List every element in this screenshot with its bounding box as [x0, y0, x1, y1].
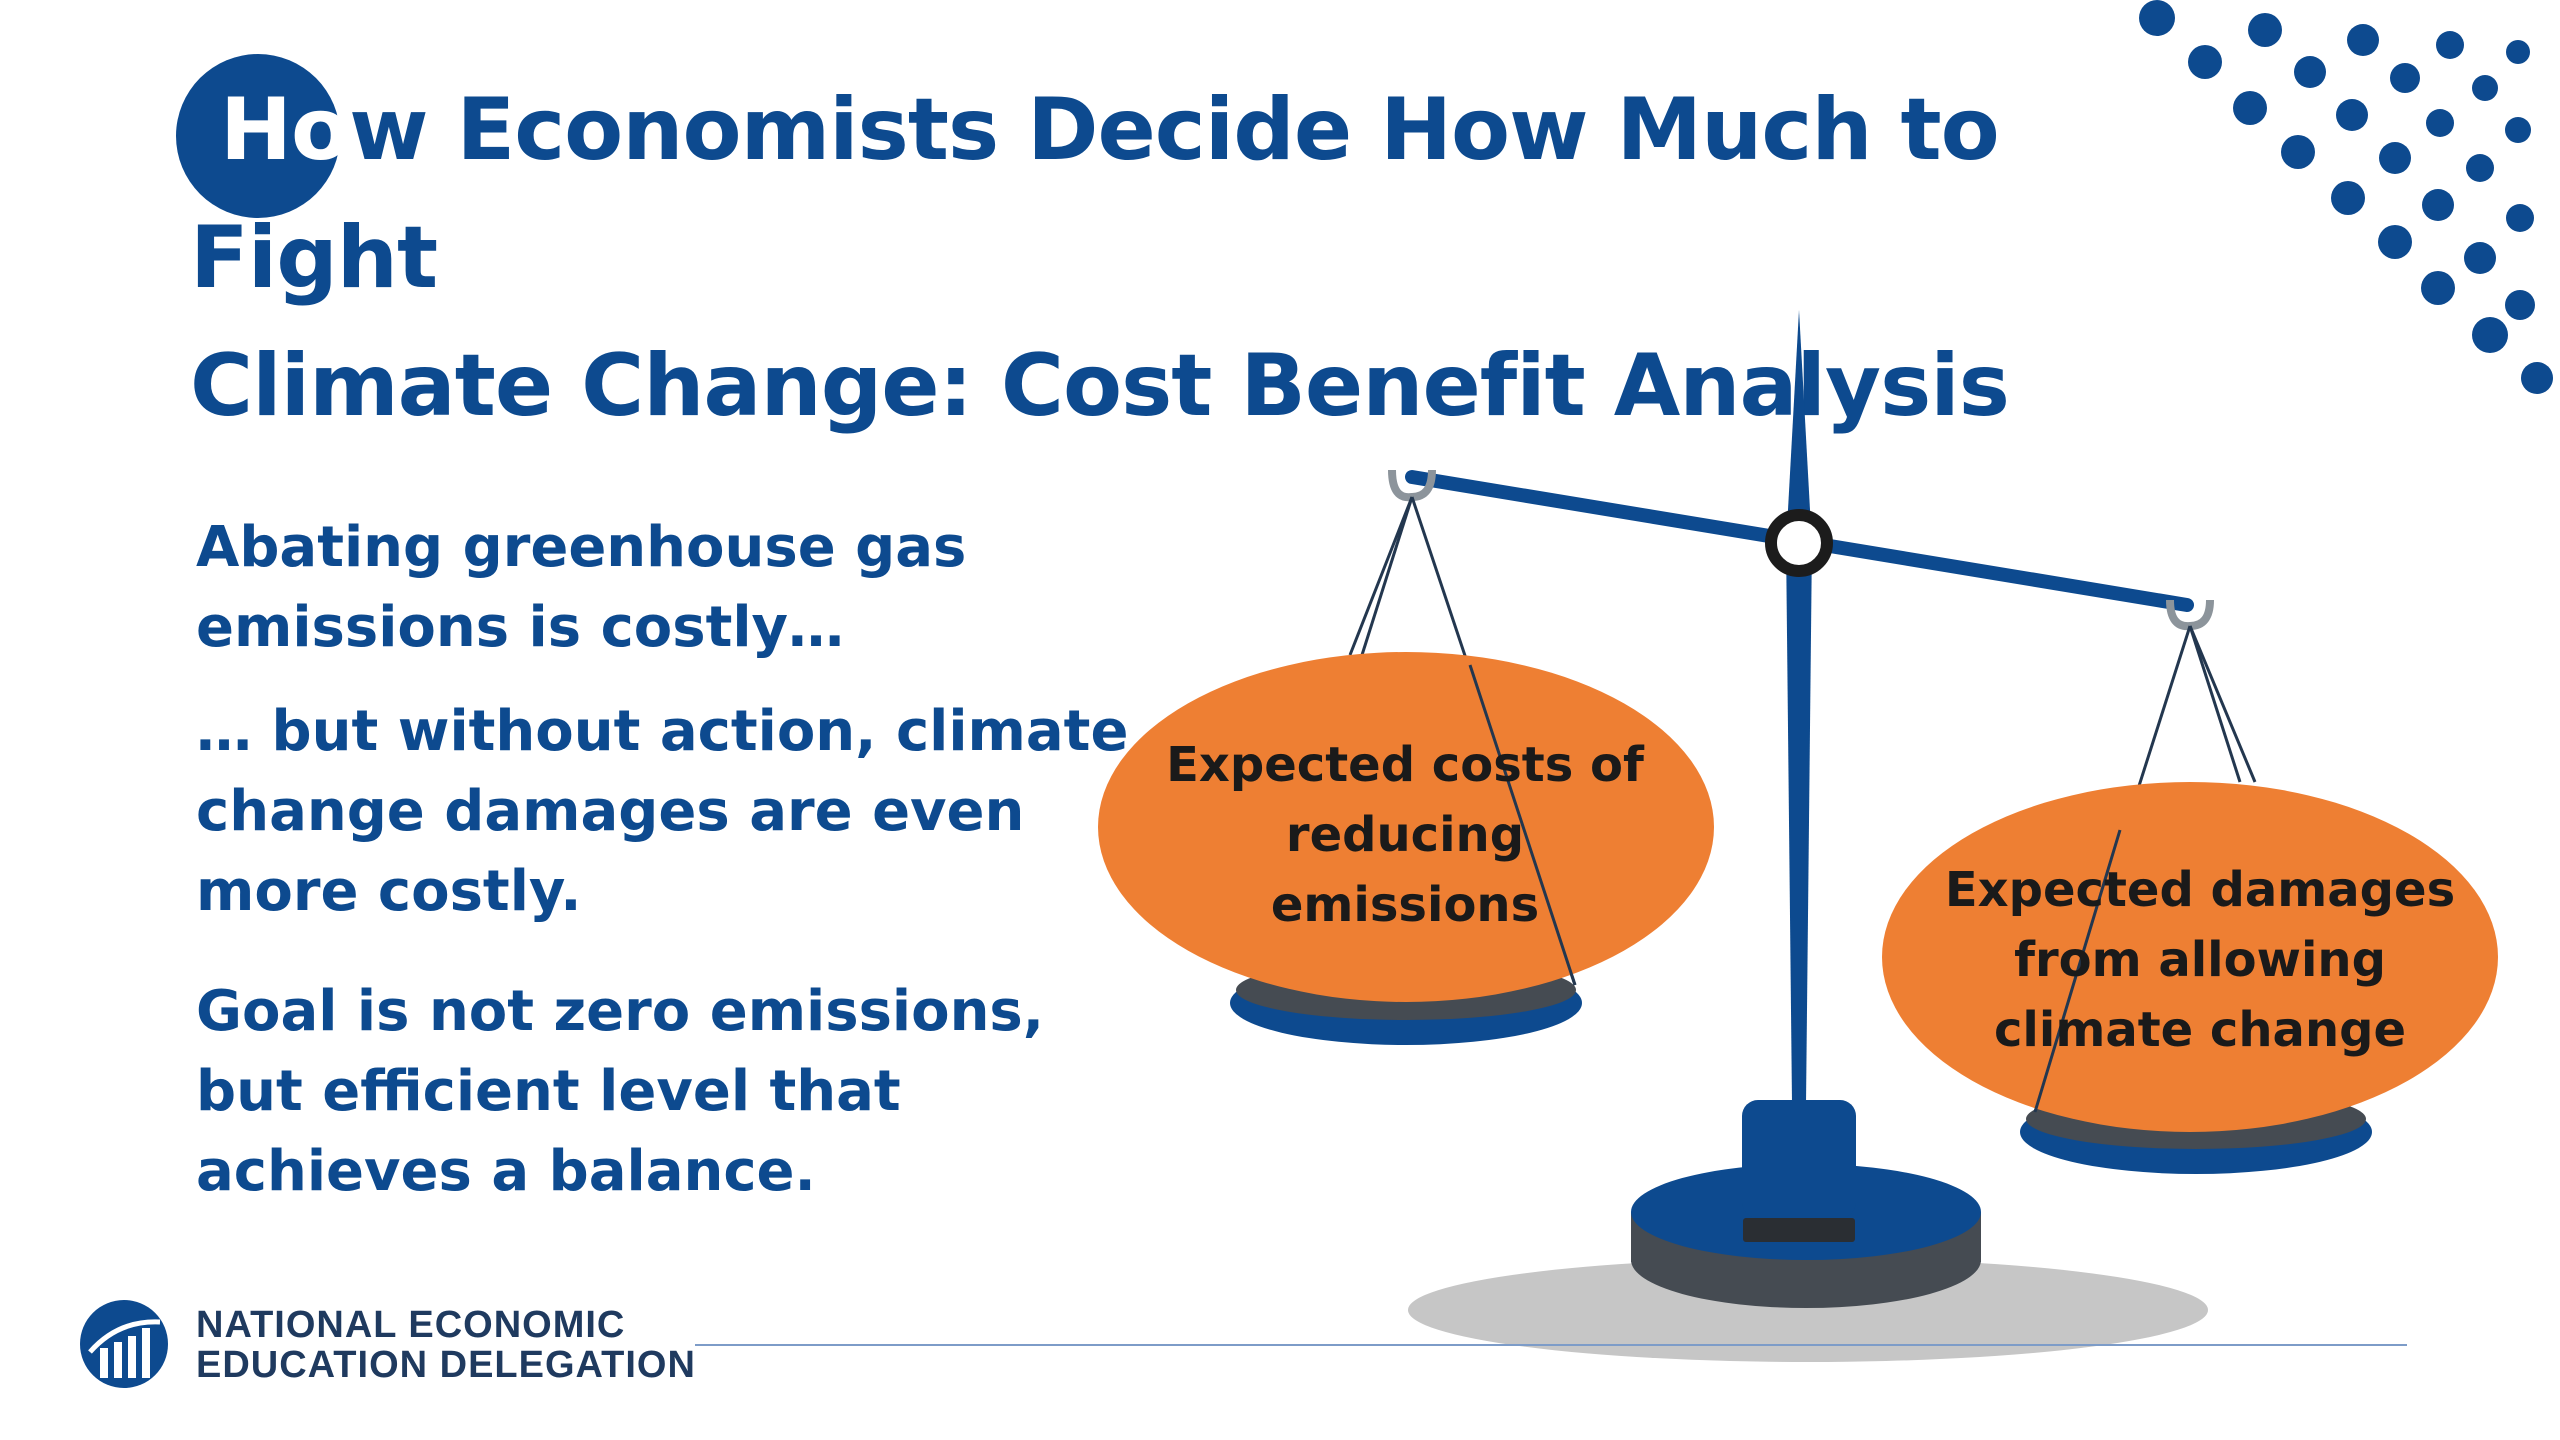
nee-logo-icon: [80, 1300, 168, 1388]
org-name-line1: NATIONAL ECONOMIC: [196, 1304, 626, 1346]
left-string-overlay: [1468, 664, 1577, 986]
title-line2: Climate Change: Cost Benefit Analysis: [190, 336, 2010, 436]
right-pan-weight: [1882, 782, 2498, 1132]
column-pole: [1786, 540, 1812, 1104]
right-string-overlay: [2033, 829, 2122, 1113]
bullet-list: Abating greenhouse gas emissions is cost…: [196, 508, 1136, 1236]
base-slot: [1743, 1218, 1855, 1242]
pivot-ring: [1765, 509, 1833, 577]
decorative-dots-icon: [2139, 0, 2553, 394]
scale-shadow: [1408, 1258, 2208, 1362]
title-circle-accent: [176, 54, 340, 218]
bullet-damages: … but without action, climate change dam…: [196, 699, 1129, 924]
org-name-line2: EDUCATION DELEGATION: [196, 1344, 696, 1386]
org-name: NATIONAL ECONOMIC EDUCATION DELEGATION: [196, 1305, 696, 1385]
left-pan-weight: [1098, 652, 1714, 1002]
footer-divider: [695, 1344, 2407, 1346]
right-pan-label: Expected damages from allowing climate c…: [1944, 862, 2456, 1058]
left-pan-label: Expected costs of reducing emissions: [1166, 737, 1644, 933]
title-lead: Ho: [220, 80, 350, 180]
bullet-goal: Goal is not zero emissions, but efficien…: [196, 979, 1045, 1204]
slide-title: How Economists Decide How Much to Fight …: [190, 66, 2190, 450]
bullet-costly: Abating greenhouse gas emissions is cost…: [196, 515, 967, 660]
title-line1: w Economists Decide How Much to Fight: [190, 80, 2000, 308]
pointer-needle: [1786, 310, 1812, 546]
column-block: [1742, 1100, 1856, 1218]
